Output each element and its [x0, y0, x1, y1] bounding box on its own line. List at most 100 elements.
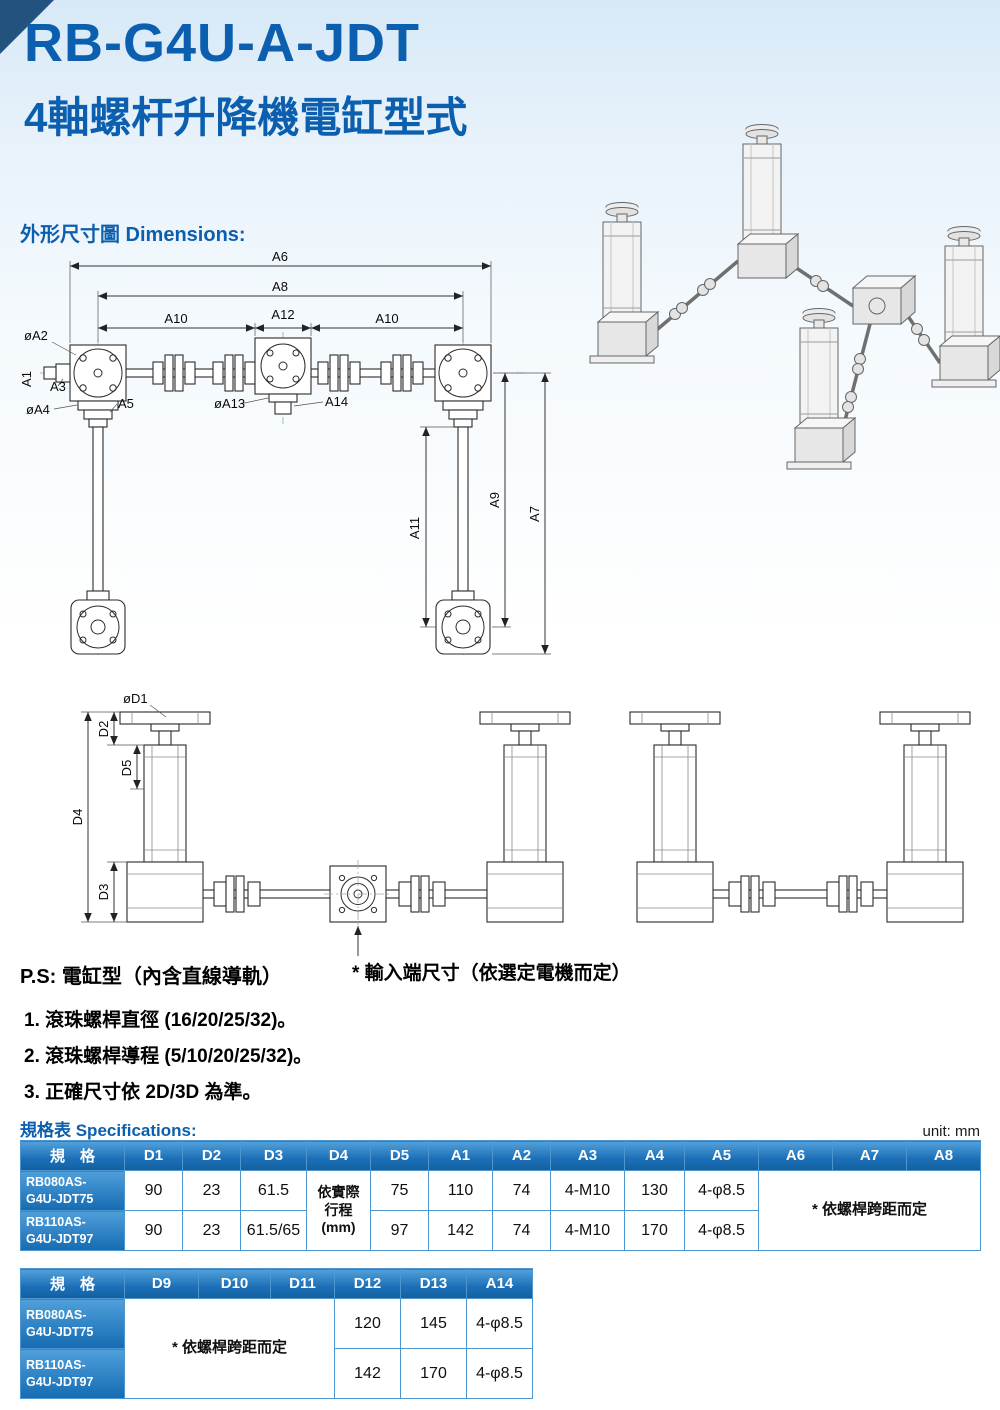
dim-label-d2: D2 [96, 721, 111, 738]
model-name: RB080AS- G4U-JDT75 [20, 1170, 125, 1211]
column-header: A4 [624, 1140, 685, 1171]
spec-cell: 23 [182, 1210, 241, 1251]
column-header: A8 [906, 1140, 981, 1171]
spec-cell: 142 [428, 1210, 493, 1251]
column-header: D13 [400, 1268, 467, 1299]
center-gearbox [254, 337, 312, 415]
iso-gearboxes [589, 233, 1000, 388]
notes-list: 1. 滾珠螺桿直徑 (16/20/25/32)。 2. 滾珠螺桿導程 (5/10… [24, 1005, 312, 1113]
input-gearbox [324, 860, 392, 928]
table-row: RB110AS- G4U-JDT97 142 170 4-φ8.5 [20, 1348, 533, 1399]
page-title: RB-G4U-A-JDT [24, 13, 420, 73]
note-item-2: 2. 滾珠螺桿導程 (5/10/20/25/32)。 [24, 1046, 313, 1067]
column-header: A14 [466, 1268, 533, 1299]
column-header: A2 [492, 1140, 551, 1171]
side-view-drawing: øD1 D4 D2 D5 D3 [70, 691, 971, 956]
column-header: D10 [198, 1268, 271, 1299]
isometric-3d-view [589, 124, 1000, 470]
table-row: RB110AS- G4U-JDT97 90 23 61.5/65 97 142 … [20, 1210, 981, 1251]
corner-decoration [0, 0, 54, 54]
spec-cell: 145 [400, 1298, 467, 1349]
spec-cell: 120 [334, 1298, 401, 1349]
spec-cell: 4-φ8.5 [466, 1348, 533, 1399]
column-header: A6 [758, 1140, 833, 1171]
column-header: 規 格 [20, 1268, 125, 1299]
column-header: 規 格 [20, 1140, 125, 1171]
dim-label-d3: D3 [96, 884, 111, 901]
spec-cell-d9d11-merged: * 依螺桿跨距而定 [124, 1298, 335, 1399]
dim-label-a7: A7 [527, 506, 542, 522]
column-header: D12 [334, 1268, 401, 1299]
dim-label-od1: øD1 [123, 691, 148, 706]
specs-heading: 規格表 Specifications: [20, 1121, 197, 1140]
specs-header-row: 規格表 Specifications: unit: mm [20, 1116, 980, 1141]
right-screw-column [435, 400, 491, 655]
right-gearbox [434, 344, 492, 402]
spec-cell: 74 [492, 1170, 551, 1211]
spec-cell: 170 [624, 1210, 685, 1251]
model-name: RB080AS- G4U-JDT75 [20, 1298, 125, 1349]
dim-label-a10-right: A10 [375, 311, 398, 326]
spec-cell: 74 [492, 1210, 551, 1251]
page-subtitle: 4軸螺杆升降機電缸型式 [24, 94, 468, 141]
spec-cell-a6a8-merged: * 依螺桿跨距而定 [758, 1170, 981, 1251]
dim-label-a8: A8 [272, 279, 288, 294]
spec-cell: 4-φ8.5 [466, 1298, 533, 1349]
dim-label-oa2: øA2 [24, 328, 48, 343]
spec-cell: 75 [370, 1170, 429, 1211]
spec-cell: 142 [334, 1348, 401, 1399]
dim-label-a12: A12 [271, 307, 294, 322]
spec-cell: 4-φ8.5 [684, 1210, 759, 1251]
spec-cell: 23 [182, 1170, 241, 1211]
table-row: RB080AS- G4U-JDT75 90 23 61.5 依實際 行程 (mm… [20, 1170, 981, 1251]
iso-cylinder-front [786, 308, 856, 470]
column-header: D5 [370, 1140, 429, 1171]
iso-central-gearbox [851, 274, 917, 326]
ps-note: P.S: 電缸型（內含直線導軌） [20, 966, 282, 988]
spec-cell: 61.5 [240, 1170, 307, 1211]
dim-label-oa13: øA13 [214, 396, 245, 411]
side-dimensions [81, 704, 167, 923]
front-view-drawing: A6 A8 A10 A12 A10 øA2 A1 A3 øA4 A5 øA13 … [19, 249, 551, 658]
dim-label-a1: A1 [19, 371, 34, 387]
spec-cell: 4-M10 [550, 1170, 625, 1211]
column-header: A7 [832, 1140, 907, 1171]
column-header: D1 [124, 1140, 183, 1171]
side-view-1: øD1 D4 D2 D5 D3 [70, 691, 571, 956]
unit-label: unit: mm [922, 1123, 980, 1140]
spec-cell: 4-M10 [550, 1210, 625, 1251]
spec-cell: 61.5/65 [240, 1210, 307, 1251]
left-screw-column [70, 400, 126, 655]
spec-cell: 90 [124, 1210, 183, 1251]
spec-table-main: 規 格 D1 D2 D3 D4 D5 A1 A2 A3 A4 A5 A6 A7 … [20, 1140, 981, 1251]
spec-cell: 130 [624, 1170, 685, 1211]
column-header: D4 [306, 1140, 371, 1171]
iso-couplings [669, 275, 930, 413]
dim-label-oa4: øA4 [26, 402, 50, 417]
shaft-couplings [152, 354, 424, 392]
dim-label-d4: D4 [70, 809, 85, 826]
spec-cell-d4-merged: 依實際 行程 (mm) [306, 1170, 371, 1251]
column-header: D2 [182, 1140, 241, 1171]
note-item-3: 3. 正確尺寸依 2D/3D 為準。 [24, 1082, 262, 1103]
dim-label-a11: A11 [407, 517, 422, 539]
column-header: D9 [124, 1268, 199, 1299]
model-name: RB110AS- G4U-JDT97 [20, 1210, 125, 1251]
dim-label-a9: A9 [487, 492, 502, 508]
column-header: D11 [270, 1268, 335, 1299]
left-gearbox [43, 344, 127, 402]
table2-header-row: 規 格 D9 D10 D11 D12 D13 A14 [20, 1268, 533, 1299]
dimension-lines [51, 261, 551, 655]
note-item-1: 1. 滾珠螺桿直徑 (16/20/25/32)。 [24, 1010, 297, 1031]
dim-label-d5: D5 [119, 760, 134, 777]
column-header: D3 [240, 1140, 307, 1171]
column-header: A1 [428, 1140, 493, 1171]
spec-cell: 170 [400, 1348, 467, 1399]
dim-label-a10-left: A10 [164, 311, 187, 326]
column-header: A3 [550, 1140, 625, 1171]
spec-cell: 90 [124, 1170, 183, 1211]
model-name: RB110AS- G4U-JDT97 [20, 1348, 125, 1399]
spec-cell: 4-φ8.5 [684, 1170, 759, 1211]
dim-label-a14: A14 [325, 394, 348, 409]
